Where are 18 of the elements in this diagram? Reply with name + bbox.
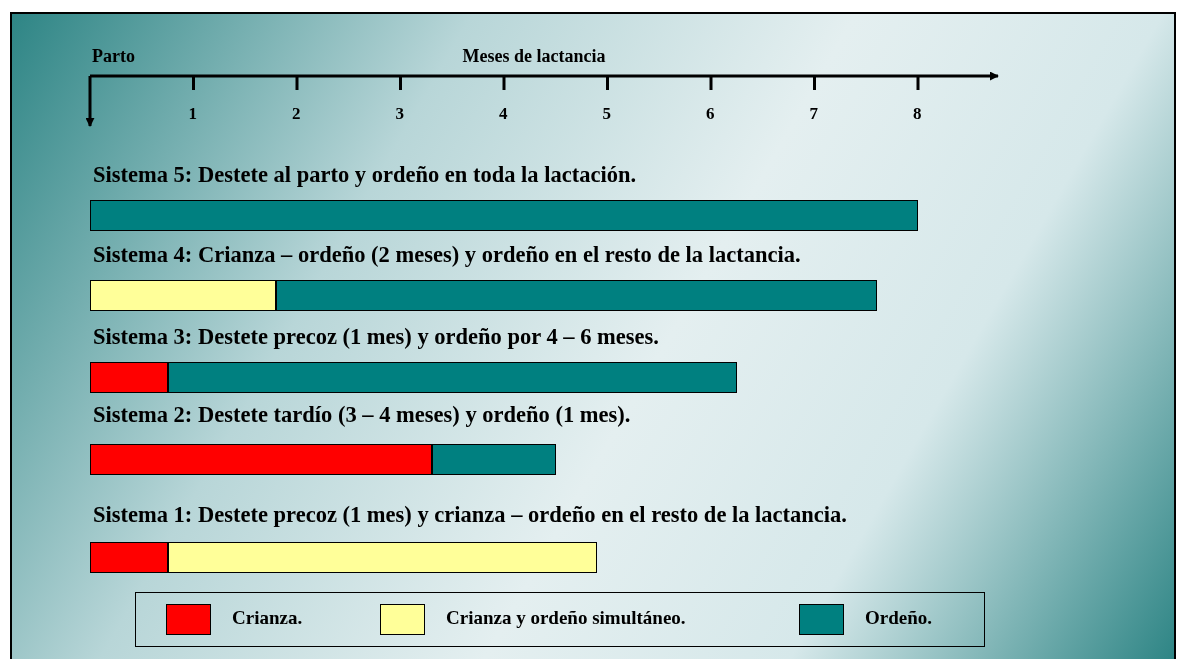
axis-tick-label: 7 xyxy=(809,104,818,124)
bar-title: Sistema 2: Destete tardío (3 – 4 meses) y ordeño (1 mes). xyxy=(93,402,631,428)
axis-tick-label: 5 xyxy=(602,104,611,124)
axis-tick-label: 8 xyxy=(913,104,922,124)
bar-title: Sistema 3: Destete precoz (1 mes) y ordeño por 4 – 6 meses. xyxy=(93,324,659,350)
bar-title: Sistema 5: Destete al parto y ordeño en toda la lactación. xyxy=(93,162,637,188)
axis-tick-label: 6 xyxy=(706,104,715,124)
axis-tick-label: 1 xyxy=(188,104,197,124)
axis-tick-label: 2 xyxy=(292,104,301,124)
legend-label: Crianza y ordeño simultáneo. xyxy=(446,607,686,629)
legend-label: Ordeño. xyxy=(865,607,933,629)
axis-label: Parto xyxy=(92,46,135,67)
axis-title: Meses de lactancia xyxy=(462,46,606,67)
axis-tick-label: 4 xyxy=(499,104,508,124)
legend-label: Crianza. xyxy=(232,607,303,629)
bar-title: Sistema 1: Destete precoz (1 mes) y crianza – ordeño en el resto de la lactancia. xyxy=(93,502,847,528)
axis-tick-label: 3 xyxy=(395,104,404,124)
bar-title: Sistema 4: Crianza – ordeño (2 meses) y ordeño en el resto de la lactancia. xyxy=(93,242,801,268)
